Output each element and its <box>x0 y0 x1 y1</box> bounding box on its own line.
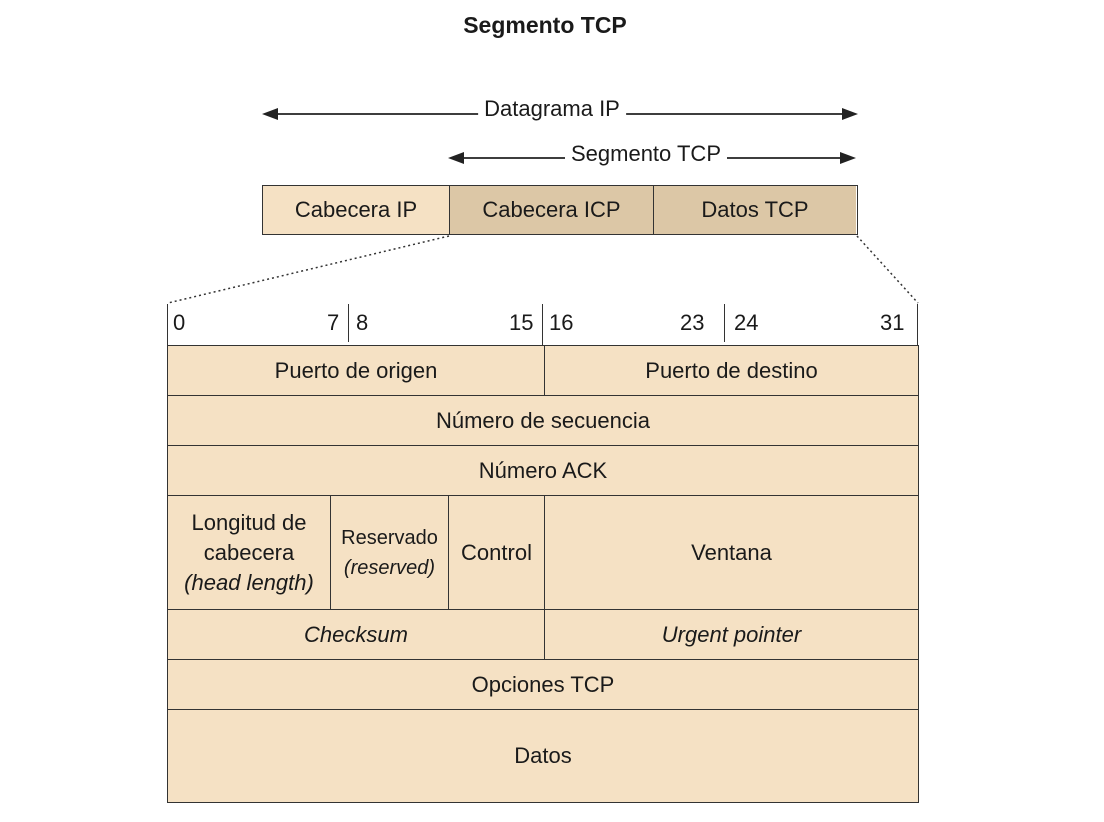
header-length-line-3: (head length) <box>184 569 314 595</box>
header-length-field: Longitud de cabecera (head length) <box>168 496 330 609</box>
row-sequence: Número de secuencia <box>168 396 918 446</box>
tick-8 <box>348 304 349 342</box>
bit-label-8: 8 <box>356 310 369 335</box>
tick-32 <box>917 304 918 346</box>
urgent-pointer-field: Urgent pointer <box>544 610 918 659</box>
encapsulation-bar: Cabecera IP Cabecera ICP Datos TCP <box>262 185 858 235</box>
segmento-arrow-right-head <box>840 152 856 164</box>
control-field: Control <box>448 496 544 609</box>
datagrama-arrow-left-head <box>262 108 278 120</box>
bit-label-15: 15 <box>509 310 534 335</box>
row-checksum: Checksum Urgent pointer <box>168 610 918 660</box>
reserved-field: Reservado (reserved) <box>330 496 448 609</box>
expansion-line-right <box>856 235 919 304</box>
tick-0 <box>167 304 168 346</box>
bit-label-23: 23 <box>680 310 705 335</box>
header-length-line-2: cabecera <box>203 539 295 565</box>
segmento-arrow-left-head <box>448 152 464 164</box>
bit-ruler: 0 7 8 15 16 23 24 31 <box>167 304 919 346</box>
row-ack: Número ACK <box>168 446 918 496</box>
row-options: Opciones TCP <box>168 660 918 710</box>
diagram-title: Segmento TCP <box>463 12 627 38</box>
sequence-number-field: Número de secuencia <box>435 407 650 433</box>
bit-label-16: 16 <box>549 310 574 335</box>
cabecera-ip-block: Cabecera IP <box>263 186 450 234</box>
tick-16 <box>542 304 543 346</box>
tick-24 <box>724 304 725 342</box>
segmento-tcp-label: Segmento TCP <box>564 141 728 167</box>
ack-number-field: Número ACK <box>478 457 608 483</box>
bit-label-0: 0 <box>173 310 186 335</box>
expansion-line-left <box>167 235 450 304</box>
row-flags: Longitud de cabecera (head length) Reser… <box>168 496 918 610</box>
bit-label-24: 24 <box>734 310 759 335</box>
bit-label-7: 7 <box>327 310 340 335</box>
datagrama-arrow-right-head <box>842 108 858 120</box>
destination-port-field: Puerto de destino <box>544 346 918 395</box>
row-ports: Puerto de origen Puerto de destino <box>168 346 918 396</box>
checksum-field: Checksum <box>304 621 408 647</box>
bit-label-31: 31 <box>880 310 905 335</box>
row-data: Datos <box>168 710 918 802</box>
reserved-line-2: (reserved) <box>343 556 436 579</box>
data-field: Datos <box>514 743 572 768</box>
window-field: Ventana <box>544 496 918 609</box>
header-length-line-1: Longitud de <box>191 509 307 535</box>
datos-tcp-block: Datos TCP <box>654 186 856 234</box>
options-field: Opciones TCP <box>471 671 615 697</box>
reserved-line-1: Reservado <box>341 526 438 549</box>
cabecera-icp-block: Cabecera ICP <box>450 186 654 234</box>
datagrama-ip-label: Datagrama IP <box>478 96 626 122</box>
source-port-field: Puerto de origen <box>274 357 438 383</box>
tcp-header: Puerto de origen Puerto de destino Númer… <box>167 345 919 803</box>
